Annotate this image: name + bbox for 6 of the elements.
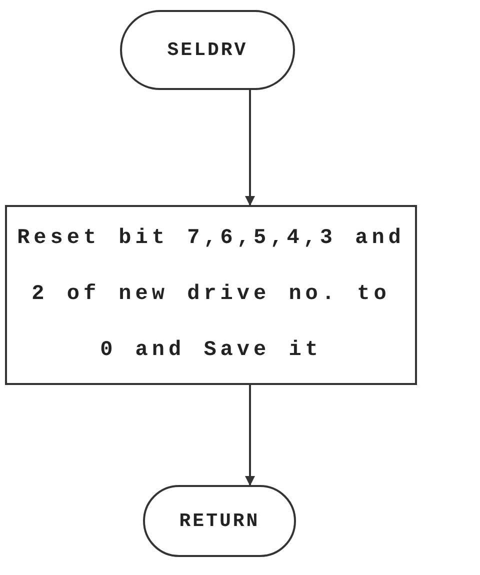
node-text: SELDRV xyxy=(167,39,248,61)
arrow xyxy=(245,90,255,206)
node-text: Reset bit 7,6,5,4,3 and 2 of new drive no. to 0 and Save it xyxy=(17,226,405,364)
node-text: RETURN xyxy=(179,510,260,532)
process-box xyxy=(5,205,417,385)
arrow xyxy=(245,385,255,486)
